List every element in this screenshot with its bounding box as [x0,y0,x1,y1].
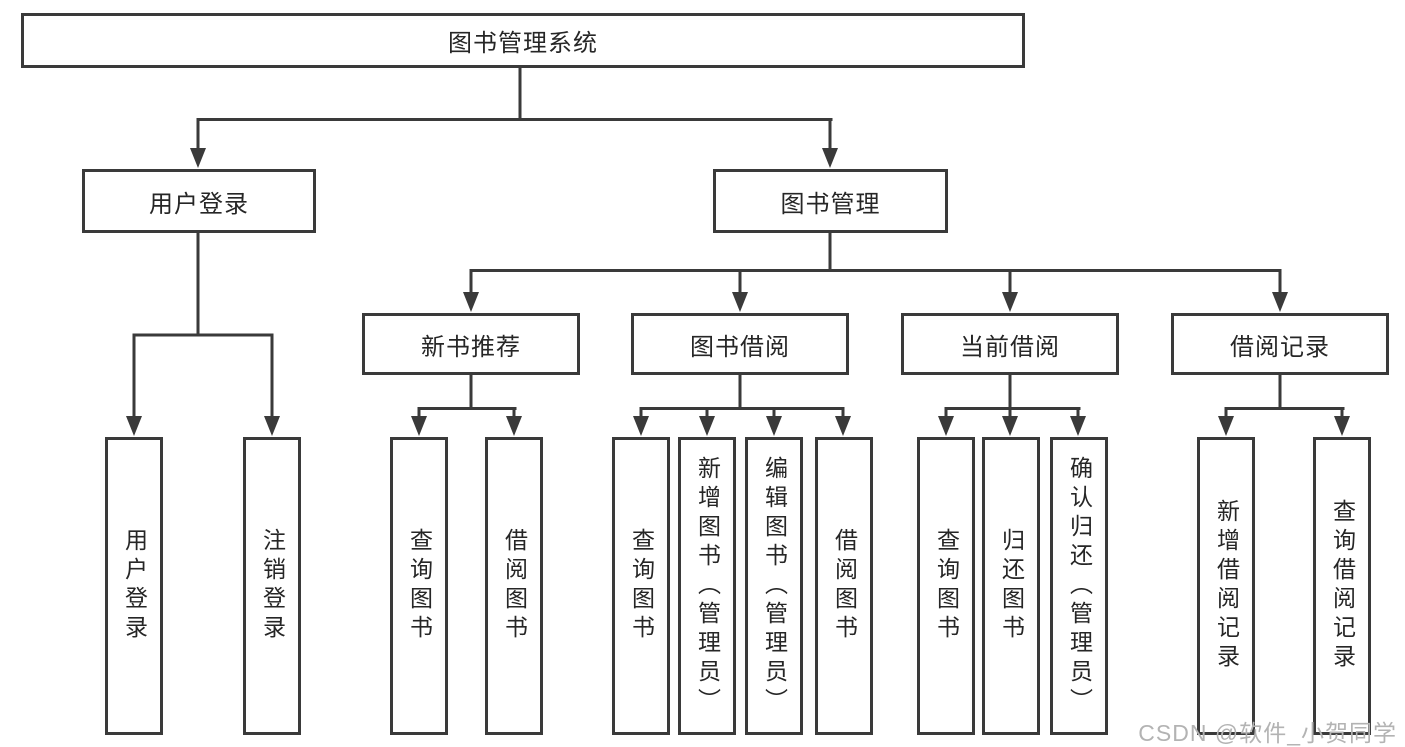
node-label: 编辑图书（管理员） [761,455,788,717]
node-query-books-recommend: 查询图书 [390,437,448,735]
node-user-login-module: 用户登录 [82,169,316,233]
node-new-book-recommendation: 新书推荐 [362,313,580,375]
node-borrowing-records: 借阅记录 [1171,313,1389,375]
node-label: 新增图书（管理员） [694,455,721,717]
node-book-management: 图书管理 [713,169,948,233]
node-label: 借阅图书 [831,528,858,644]
node-return-book: 归还图书 [982,437,1040,735]
node-query-books-current: 查询图书 [917,437,975,735]
node-book-borrowing: 图书借阅 [631,313,849,375]
node-confirm-return-admin: 确认归还（管理员） [1050,437,1108,735]
connector-arrowheads [126,148,1350,436]
node-borrow-books-recommend: 借阅图书 [485,437,543,735]
node-label: 查询图书 [933,528,960,644]
node-label: 查询图书 [628,528,655,644]
node-label: 确认归还（管理员） [1066,455,1093,717]
node-query-borrow-record: 查询借阅记录 [1313,437,1371,735]
node-edit-book-admin: 编辑图书（管理员） [745,437,803,735]
node-query-books-borrowing: 查询图书 [612,437,670,735]
node-label: 新增借阅记录 [1213,499,1240,673]
node-label: 借阅图书 [501,528,528,644]
node-logout: 注销登录 [243,437,301,735]
node-label: 用户登录 [121,528,148,644]
node-add-borrow-record: 新增借阅记录 [1197,437,1255,735]
node-label: 查询图书 [406,528,433,644]
node-label: 查询借阅记录 [1329,499,1356,673]
node-label: 注销登录 [259,528,286,644]
node-label: 归还图书 [998,528,1025,644]
csdn-watermark: CSDN @软件_小贺同学 [1138,720,1397,746]
node-user-login: 用户登录 [105,437,163,735]
node-current-borrowing: 当前借阅 [901,313,1119,375]
node-add-book-admin: 新增图书（管理员） [678,437,736,735]
node-borrow-books-borrowing: 借阅图书 [815,437,873,735]
node-library-system: 图书管理系统 [21,13,1025,68]
connector-lines [132,68,1345,420]
